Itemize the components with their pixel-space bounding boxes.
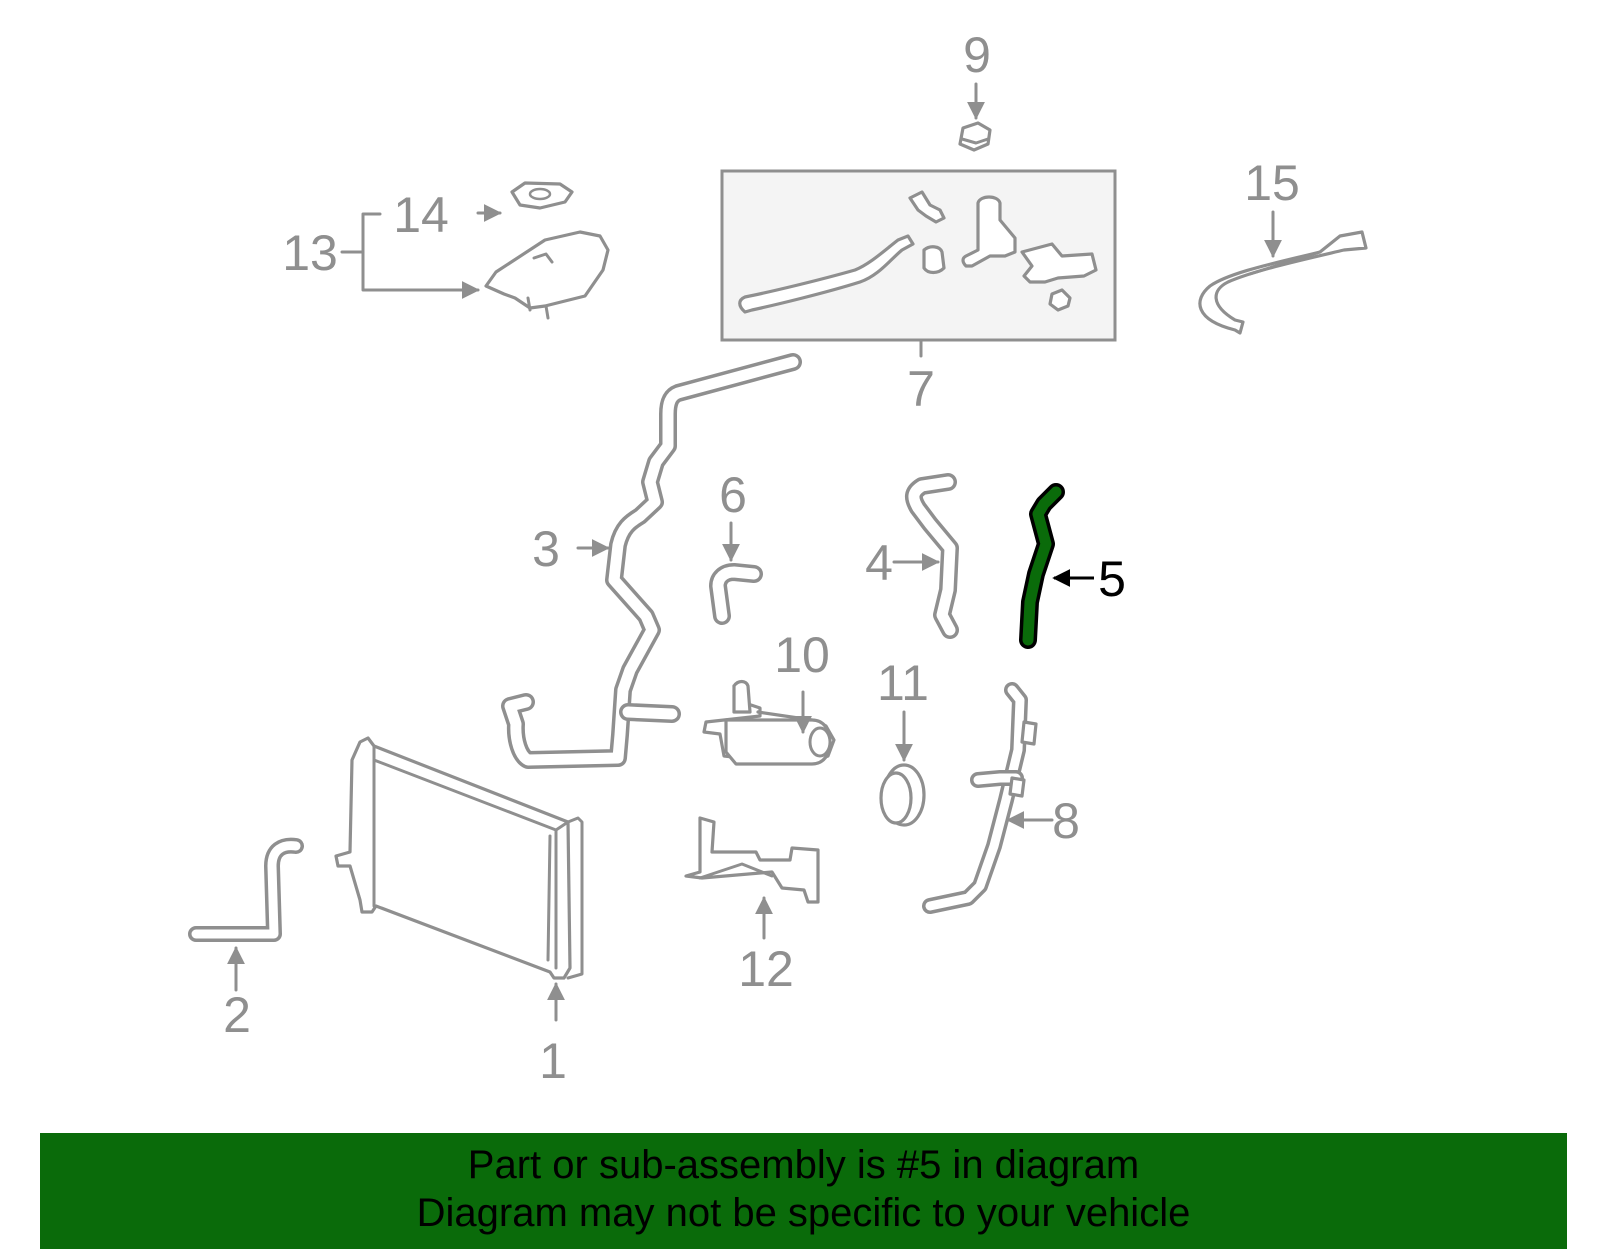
banner-line-2: Diagram may not be specific to your vehi… [416,1191,1191,1235]
callout-11[interactable]: 11 [877,655,929,711]
callout-15[interactable]: 15 [1244,155,1300,211]
callout-6[interactable]: 6 [719,467,747,523]
part-15-line[interactable] [1198,230,1368,335]
callout-14[interactable]: 14 [393,187,449,243]
part-14-cap[interactable] [510,181,574,210]
callout-7[interactable]: 7 [907,361,935,417]
callout-2[interactable]: 2 [223,987,251,1043]
callout-1[interactable]: 1 [539,1033,567,1089]
part-2-pipe[interactable] [188,837,304,942]
callout-4[interactable]: 4 [865,535,893,591]
part-12-bracket[interactable] [684,816,820,904]
part-7-kit[interactable] [720,169,1117,342]
part-13-reservoir[interactable] [484,230,610,320]
part-5-hose-highlighted[interactable] [1019,483,1065,649]
part-3-hose[interactable] [501,353,802,769]
callout-5[interactable]: 5 [1098,551,1126,607]
callout-12[interactable]: 12 [738,941,794,997]
part-8-pipe[interactable] [922,682,1038,914]
callout-10[interactable]: 10 [774,627,830,683]
part-4-hose[interactable] [904,473,959,639]
callout-13[interactable]: 13 [282,225,338,281]
banner-line-1: Part or sub-assembly is #5 in diagram [467,1143,1140,1187]
part-10-pump[interactable] [702,679,836,766]
callout-9[interactable]: 9 [963,27,991,83]
info-banner: Part or sub-assembly is #5 in diagram Di… [40,1133,1567,1249]
part-6-elbow[interactable] [709,563,763,625]
callout-8[interactable]: 8 [1052,793,1080,849]
part-1-radiator[interactable] [334,736,584,980]
callout-3[interactable]: 3 [532,521,560,577]
part-9-cap[interactable] [958,121,992,152]
part-11-clamp[interactable] [879,763,926,827]
